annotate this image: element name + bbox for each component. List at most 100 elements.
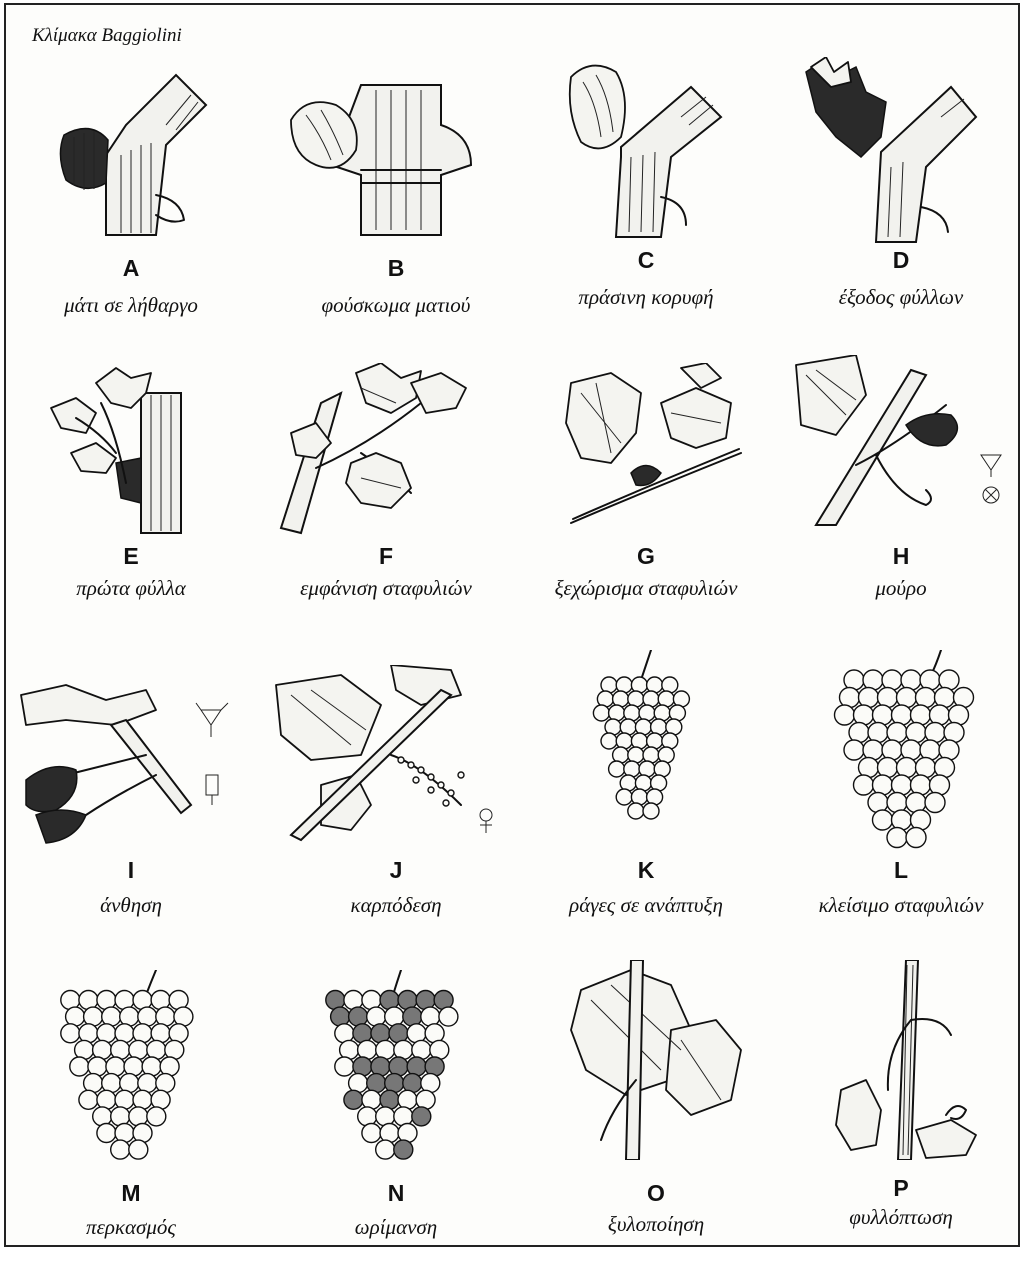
stage-name: άνθηση [0, 893, 276, 918]
grape-berry [882, 740, 902, 760]
grape-berry [398, 1124, 417, 1143]
grape-berry [844, 670, 864, 690]
stage-letter: I [6, 857, 256, 884]
grape-berry [920, 670, 940, 690]
stage-name: κλείσιμο σταφυλιών [756, 893, 1024, 918]
stage-l: L κλείσιμο σταφυλιών [776, 650, 1024, 950]
grape-berry [129, 1140, 148, 1159]
stage-name: περκασμός [0, 1215, 276, 1240]
stage-letter: K [521, 857, 771, 884]
stage-name: ράγες σε ανάπτυξη [501, 893, 791, 918]
grape-berry [394, 1107, 413, 1126]
stage-name: πράσινη κορυφή [501, 285, 791, 310]
grape-berry [892, 810, 912, 830]
stage-name: φούσκωμα ματιού [251, 293, 541, 318]
grape-berry [901, 670, 921, 690]
grape-berry [601, 733, 617, 749]
grape-berry [344, 1090, 363, 1109]
grape-berry [628, 803, 644, 819]
grape-berry [133, 1090, 152, 1109]
grape-berry [129, 1107, 148, 1126]
grape-berry [892, 775, 912, 795]
grape-berry [906, 828, 926, 848]
grape-berry [380, 1124, 399, 1143]
grape-berry [609, 761, 625, 777]
grape-berry [593, 705, 609, 721]
grape-berry [412, 1107, 431, 1126]
grape-berry [120, 1007, 139, 1026]
stage-letter: L [776, 857, 1024, 884]
stage-letter: A [6, 255, 256, 282]
grape-berry [93, 1107, 112, 1126]
bunch-closure-illustration [776, 650, 1024, 850]
grape-berry [142, 1057, 161, 1076]
grape-berry [70, 1057, 89, 1076]
grape-berry [873, 810, 893, 830]
grape-berry [358, 1107, 377, 1126]
inflorescence-visible-illustration [261, 363, 511, 538]
stage-n: N ωρίμανση [271, 970, 521, 1270]
stage-letter: E [6, 543, 256, 570]
grape-berry [911, 775, 931, 795]
grape-berry [367, 1007, 386, 1026]
stage-letter: C [521, 247, 771, 274]
grape-berry [111, 1140, 130, 1159]
grape-berry [385, 1007, 404, 1026]
grape-berry [416, 1090, 435, 1109]
stage-f: F εμφάνιση σταφυλιών [261, 363, 511, 663]
stage-name: πρώτα φύλλα [0, 576, 276, 601]
grape-berry [84, 1007, 103, 1026]
grape-berry [124, 1057, 143, 1076]
first-leaves-illustration [6, 363, 256, 538]
grape-berry [115, 1024, 134, 1043]
grape-berry [925, 793, 945, 813]
grape-berry [421, 1007, 440, 1026]
stage-k: K ράγες σε ανάπτυξη [521, 650, 771, 950]
grape-berry [863, 740, 883, 760]
stage-p: P φυλλόπτωση [776, 960, 1024, 1260]
stage-name: καρπόδεση [251, 893, 541, 918]
grape-berry [844, 740, 864, 760]
grape-berry [147, 1107, 166, 1126]
grape-berry [394, 1140, 413, 1159]
grape-berry [887, 793, 907, 813]
grape-berry [835, 705, 855, 725]
stage-name: μούρο [756, 576, 1024, 601]
grape-berry [398, 1090, 417, 1109]
grape-berry [102, 1074, 121, 1093]
grape-berry [407, 1057, 426, 1076]
grape-berry [425, 1057, 444, 1076]
grape-berry [863, 670, 883, 690]
stage-name: μάτι σε λήθαργο [0, 293, 276, 318]
grape-berry [421, 1074, 440, 1093]
grape-berry [362, 1090, 381, 1109]
grape-berry [111, 1107, 130, 1126]
grape-berry [61, 1024, 80, 1043]
grape-berry [349, 1007, 368, 1026]
grape-berry [371, 1057, 390, 1076]
grape-berry [174, 1007, 193, 1026]
grape-berry [102, 1007, 121, 1026]
stage-letter: B [271, 255, 521, 282]
sheet-title: Κλίμακα Baggiolini [32, 25, 182, 47]
baggiolini-sheet: Κλίμακα Baggiolini A μάτι σε λήθαργο B φ… [4, 3, 1020, 1247]
stage-letter: F [261, 543, 511, 570]
grape-berry [616, 789, 632, 805]
stage-d: D έξοδος φύλλων [776, 57, 1024, 357]
grape-berry [331, 1007, 350, 1026]
grape-berry [156, 1007, 175, 1026]
grape-berry [97, 1124, 116, 1143]
stage-letter: M [6, 1180, 256, 1207]
stage-j: J καρπόδεση [271, 665, 521, 965]
grape-berry [854, 775, 874, 795]
green-tip-illustration [521, 57, 771, 247]
grape-berry [151, 1024, 170, 1043]
grape-bunch-veraison [61, 991, 193, 1160]
grape-berry [133, 1124, 152, 1143]
berry-growth-illustration [521, 650, 771, 850]
grape-berry [873, 705, 893, 725]
grape-berry [920, 740, 940, 760]
grape-berry [97, 1024, 116, 1043]
stage-i: I άνθηση [6, 665, 256, 965]
stage-o: O ξυλοποίηση [531, 960, 781, 1260]
